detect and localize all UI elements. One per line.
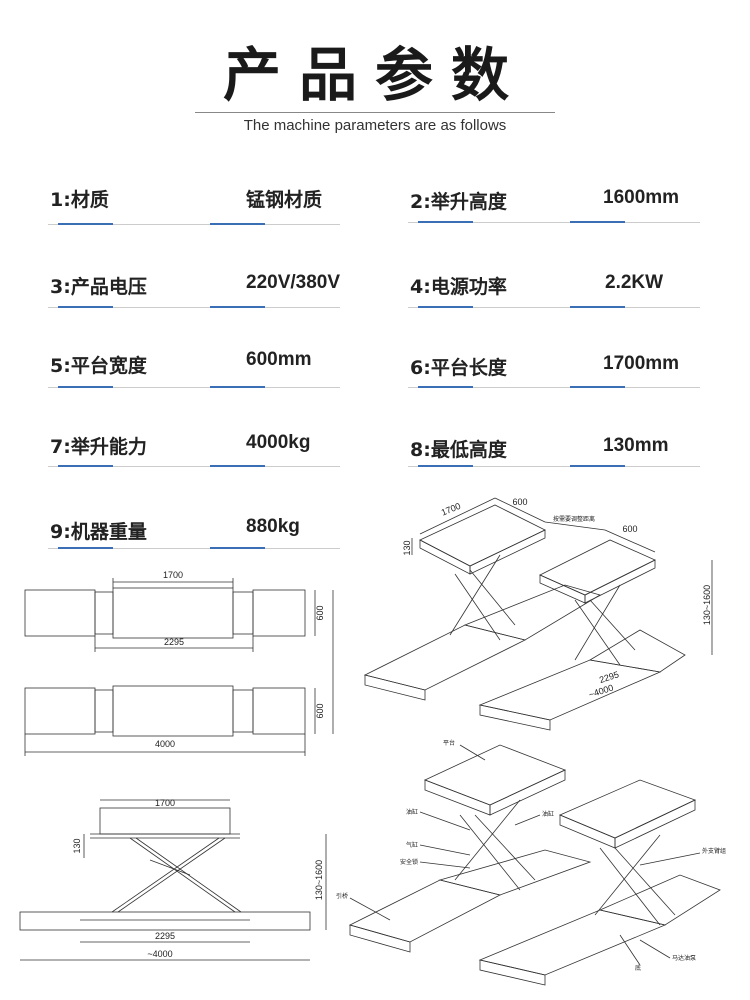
part-label-platform: 平台 [443,739,455,747]
param-row-divider [408,466,700,467]
part-label-motor-pump: 马达油泵 [672,954,696,962]
param-row-divider [48,548,340,549]
param-accent-line [210,306,265,308]
param-accent-line [210,223,265,225]
param-accent-line [58,547,113,549]
part-label-outer-support: 外支臂组 [702,847,726,855]
dim-side-lift-range: 130~1600 [314,860,324,900]
param-accent-line [58,465,113,467]
part-label-safety-lock: 安全锁 [400,858,418,866]
dim-side-total-length: ~4000 [147,949,172,959]
dim-top-width-b: 600 [315,703,325,718]
dim-top-span: 2295 [164,637,184,647]
parts-view-drawing [348,744,721,986]
dim-top-width-a: 600 [315,605,325,620]
param-accent-line [570,306,625,308]
param-accent-line [210,547,265,549]
param-label-material: 1:材质 [50,189,109,211]
param-row-divider [48,307,340,308]
param-label-power: 4:电源功率 [410,276,507,298]
param-row-divider [48,466,340,467]
param-label-lift-height: 2:举升高度 [410,191,507,213]
page-subtitle: The machine parameters are as follows [243,117,507,134]
param-value-platform-width: 600mm [246,349,312,370]
param-value-capacity: 4000kg [246,432,311,453]
param-label-min-height: 8:最低高度 [410,439,507,461]
param-accent-line [418,306,473,308]
param-value-material: 锰钢材质 [246,190,323,211]
param-label-platform-width: 5:平台宽度 [50,355,147,377]
param-label-weight: 9:机器重量 [50,521,147,543]
part-label-base: 底 [635,964,641,972]
param-accent-line [58,306,113,308]
param-accent-line [58,386,113,388]
param-label-platform-length: 6:平台长度 [410,357,507,379]
param-accent-line [570,221,625,223]
part-label-air-cylinder: 气缸 [406,841,418,849]
dim-side-min-height: 130 [72,838,82,853]
dim-iso-width-b: 600 [622,524,637,534]
param-row-divider [408,222,700,223]
param-row-divider [48,387,340,388]
param-label-voltage: 3:产品电压 [50,276,147,298]
param-value-platform-length: 1700mm [603,353,680,374]
param-row-divider [408,307,700,308]
dim-iso-total-length: ~4000 [588,682,615,699]
top-view-drawing [24,578,334,756]
param-row-divider [48,224,340,225]
param-value-min-height: 130mm [603,435,669,456]
part-label-oil-cylinder: 油缸 [406,808,418,816]
param-accent-line [418,221,473,223]
dim-iso-min-height: 130 [402,540,412,555]
dim-top-platform-length: 1700 [163,570,183,580]
param-value-weight: 880kg [246,516,300,537]
dim-side-platform-length: 1700 [155,798,175,808]
iso-view-drawing [363,497,713,731]
param-value-voltage: 220V/380V [246,272,341,293]
param-accent-line [210,386,265,388]
param-accent-line [58,223,113,225]
param-accent-line [570,465,625,467]
dim-top-total-length: 4000 [155,739,175,749]
dim-side-span: 2295 [155,931,175,941]
param-accent-line [418,465,473,467]
param-value-lift-height: 1600mm [603,187,680,208]
page-title: 产品参数 [222,41,527,109]
part-label-ramp: 引桥 [336,892,348,900]
param-accent-line [570,386,625,388]
dim-iso-adjust-note: 按需要调整距离 [553,515,595,523]
title-divider [195,112,555,113]
param-label-capacity: 7:举升能力 [50,436,147,458]
param-accent-line [210,465,265,467]
param-row-divider [408,387,700,388]
part-label-oil-cylinder-right: 油缸 [542,810,554,818]
param-accent-line [418,386,473,388]
dim-iso-width-a: 600 [512,497,527,507]
side-view-drawing [19,799,327,961]
param-value-power: 2.2KW [605,272,664,293]
dim-iso-lift-range: 130~1600 [702,585,712,625]
